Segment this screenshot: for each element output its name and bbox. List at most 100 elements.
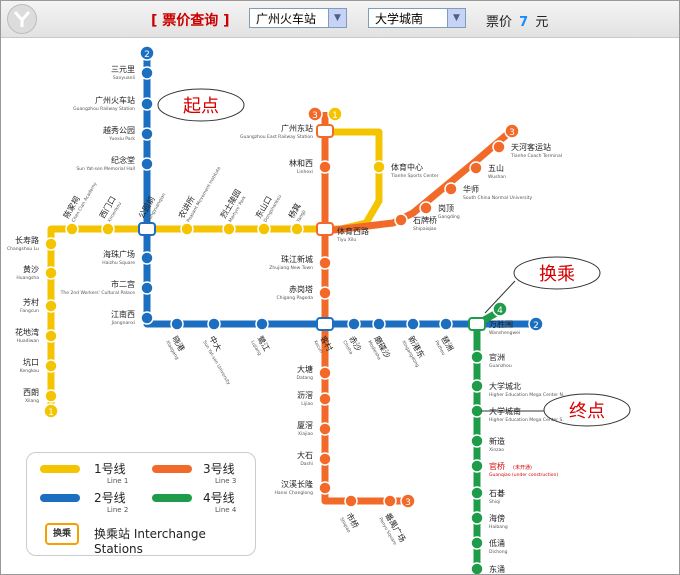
station-name-zh: 市二宫 bbox=[111, 279, 135, 289]
line-badges: 2 3 1 3 4 2 1 3 bbox=[43, 45, 544, 509]
station-dot-zhongda[interactable] bbox=[207, 317, 221, 331]
station-dot-shiergong[interactable] bbox=[140, 281, 154, 295]
interchange-icon[interactable] bbox=[468, 317, 486, 331]
station-dot-guanqiao[interactable] bbox=[470, 459, 484, 473]
from-station-select[interactable]: 广州火车站 ▼ bbox=[249, 8, 347, 28]
station-dot-shiqi[interactable] bbox=[470, 486, 484, 500]
interchange-icon[interactable] bbox=[316, 317, 334, 331]
station-name-en: Datang bbox=[297, 375, 314, 381]
station-dot-tianhe-coach[interactable] bbox=[492, 140, 506, 154]
line-1-badge-label: 1 bbox=[332, 111, 338, 121]
station-dot-tiyu-center[interactable] bbox=[372, 160, 386, 174]
station-dot-univ-north[interactable] bbox=[470, 379, 484, 393]
to-station-select[interactable]: 大学城南 ▼ bbox=[368, 8, 466, 28]
station-dot-guangzhou-railway[interactable] bbox=[140, 97, 154, 111]
station-dot-jiangnanxi[interactable] bbox=[140, 311, 154, 325]
station-name-zh: 华师 bbox=[463, 184, 479, 194]
station-dot-gangding[interactable] bbox=[419, 201, 433, 215]
station-dot-dashi[interactable] bbox=[318, 452, 332, 466]
station-dot-lieshi[interactable] bbox=[222, 222, 236, 236]
legend: 1号线 Line 1 3号线 Line 3 2号线 Line 2 4号线 Lin… bbox=[26, 452, 256, 556]
station-name-en: Gangding bbox=[438, 214, 460, 220]
station-dot-dongshankou[interactable] bbox=[257, 222, 271, 236]
chevron-down-icon[interactable]: ▼ bbox=[328, 9, 346, 27]
station-dot-xinzao[interactable] bbox=[470, 434, 484, 448]
station-dot-modiesha[interactable] bbox=[372, 317, 386, 331]
station-name-zh: 体育中心 bbox=[391, 162, 423, 172]
station-dot-kengkou[interactable] bbox=[44, 359, 58, 373]
interchange-icon[interactable] bbox=[316, 222, 334, 236]
station-dot-sanyuanli[interactable] bbox=[140, 66, 154, 80]
station-dot-datang[interactable] bbox=[318, 366, 332, 380]
station-dot-ximenkou[interactable] bbox=[101, 222, 115, 236]
station-name-en: South China Normal University bbox=[463, 195, 533, 201]
station-dot-changshou-lu[interactable] bbox=[44, 237, 58, 251]
station-name-en: Haizhu Square bbox=[102, 260, 135, 266]
station-name-en: Xinzao bbox=[489, 447, 504, 453]
station-dot-shiqiao[interactable] bbox=[344, 494, 358, 508]
station-dot-pazhou[interactable] bbox=[439, 317, 453, 331]
station-dot-xiaogang[interactable] bbox=[170, 317, 184, 331]
station-dot-huangsha[interactable] bbox=[44, 266, 58, 280]
station-name-en: Kengkou bbox=[20, 368, 39, 374]
station-dot-yuexiu-park[interactable] bbox=[140, 127, 154, 141]
station-dot-chisha[interactable] bbox=[347, 317, 361, 331]
station-dot-haizhu-square[interactable] bbox=[140, 251, 154, 265]
station-dot-zhujiang-newtown[interactable] bbox=[318, 256, 332, 270]
station-dot-guanzhou[interactable] bbox=[470, 350, 484, 364]
station-dot-lujiang[interactable] bbox=[255, 317, 269, 331]
station-dot-hanxi[interactable] bbox=[318, 481, 332, 495]
station-dot-haibang[interactable] bbox=[470, 511, 484, 525]
station-dot-chigang-pagoda[interactable] bbox=[318, 286, 332, 300]
station-dot-chen-clan[interactable] bbox=[65, 222, 79, 236]
station-dot-dichong[interactable] bbox=[470, 536, 484, 550]
station-dot-huashi[interactable] bbox=[444, 182, 458, 196]
station-name-zh: 黄沙 bbox=[23, 264, 39, 274]
station-label-dongchong: 东涌Dongchong bbox=[489, 564, 505, 574]
station-name-zh: 江南西 bbox=[111, 309, 135, 319]
interchange-markers bbox=[138, 124, 486, 331]
station-name-en: Tianhe Coach Terminal bbox=[510, 153, 562, 159]
station-dot-dongchong[interactable] bbox=[470, 562, 484, 574]
station-dot-shipaiqiao[interactable] bbox=[394, 213, 408, 227]
chevron-down-icon[interactable]: ▼ bbox=[447, 9, 465, 27]
station-dot-huadiwan[interactable] bbox=[44, 329, 58, 343]
station-name-zh: 赤岗塔 bbox=[289, 284, 313, 294]
interchange-icon[interactable] bbox=[138, 222, 156, 236]
station-dot-fangcun[interactable] bbox=[44, 299, 58, 313]
station-name-en: Guanzhou bbox=[489, 363, 512, 369]
station-name-en: Fangcun bbox=[20, 308, 39, 314]
station-dot-xingangdong[interactable] bbox=[406, 317, 420, 331]
start-annotation: 起点 bbox=[183, 96, 219, 117]
station-dot-wushan[interactable] bbox=[469, 161, 483, 175]
station-dot-yangji[interactable] bbox=[290, 222, 304, 236]
station-name-en: Dashi bbox=[300, 461, 313, 467]
station-name-zh: 西朗 bbox=[23, 387, 39, 397]
station-dot-lijiao[interactable] bbox=[318, 392, 332, 406]
station-name-zh: 林和西 bbox=[289, 158, 313, 168]
station-dot-xiajiao[interactable] bbox=[318, 422, 332, 436]
station-name-zh: 官洲 bbox=[489, 352, 505, 362]
station-dot-xilang[interactable] bbox=[44, 389, 58, 403]
legend-line-4-en: Line 4 bbox=[215, 506, 237, 514]
station-dot-linhexi[interactable] bbox=[318, 160, 332, 174]
station-dot-jinianstang[interactable] bbox=[140, 157, 154, 171]
station-dot-peasant[interactable] bbox=[180, 222, 194, 236]
station-dot-panyu-square[interactable] bbox=[383, 494, 397, 508]
interchange-icon[interactable] bbox=[316, 124, 334, 138]
